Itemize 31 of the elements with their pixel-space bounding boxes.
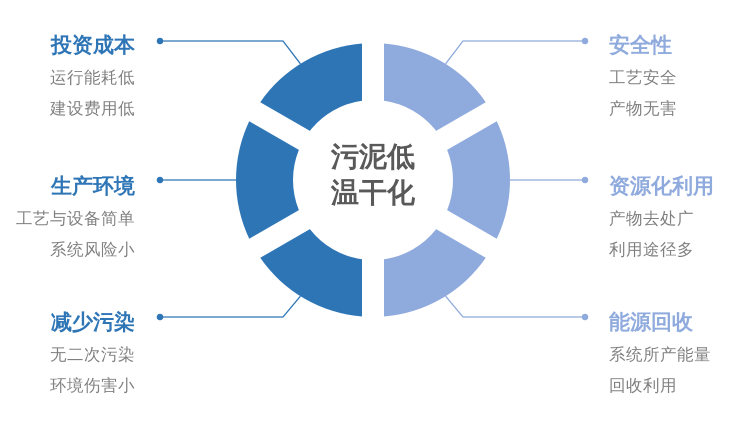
description: 运行能耗低 xyxy=(50,67,135,89)
description: 利用途径多 xyxy=(609,239,694,261)
description: 工艺安全 xyxy=(609,67,677,89)
heading: 生产环境 xyxy=(51,173,135,199)
leader-line xyxy=(445,38,588,64)
description: 工艺与设备简单 xyxy=(16,208,135,230)
description: 环境伤害小 xyxy=(50,375,135,397)
description: 建设费用低 xyxy=(50,98,135,120)
heading: 减少污染 xyxy=(51,309,135,335)
ring-segment xyxy=(384,43,486,131)
leader-line xyxy=(156,296,301,320)
description: 系统所产能量 xyxy=(609,344,711,366)
description: 无二次污染 xyxy=(50,344,135,366)
ring-segment xyxy=(447,121,510,239)
description: 回收利用 xyxy=(609,375,677,397)
ring-segment xyxy=(236,121,299,239)
description: 系统风险小 xyxy=(50,239,135,261)
description: 产物去处广 xyxy=(609,208,694,230)
leader-line xyxy=(156,38,301,64)
leader-line xyxy=(445,296,588,320)
leader-line xyxy=(156,176,236,184)
ring-segment xyxy=(260,229,362,317)
leader-line xyxy=(510,176,588,184)
center-title: 污泥低温干化 xyxy=(330,139,416,211)
ring-segment xyxy=(384,229,486,317)
description: 产物无害 xyxy=(609,98,677,120)
heading: 安全性 xyxy=(609,32,672,58)
heading: 能源回收 xyxy=(609,309,693,335)
heading: 投资成本 xyxy=(51,32,135,58)
ring-segment xyxy=(260,43,362,131)
heading: 资源化利用 xyxy=(609,173,714,199)
